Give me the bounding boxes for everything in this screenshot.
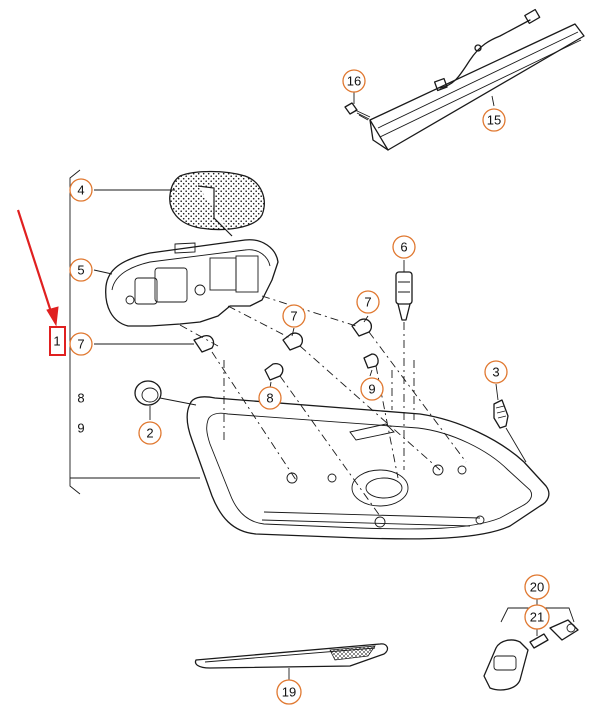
callout-7-right: 7 (356, 290, 380, 314)
bulb-9 (363, 353, 379, 377)
callout-15: 15 (482, 108, 506, 132)
svg-text:9: 9 (77, 421, 84, 436)
red-arrow (16, 209, 59, 327)
svg-text:5: 5 (77, 263, 84, 278)
svg-text:19: 19 (282, 685, 296, 700)
svg-text:8: 8 (77, 391, 84, 406)
bulb-7-right (351, 315, 373, 337)
callout-2: 2 (138, 421, 162, 445)
svg-text:2: 2 (146, 426, 153, 441)
part-3 (493, 383, 527, 463)
callout-3: 3 (484, 360, 508, 384)
gasket (169, 170, 265, 237)
callout-4: 4 (69, 178, 93, 202)
svg-text:3: 3 (492, 365, 499, 380)
svg-text:16: 16 (347, 74, 361, 89)
callout-20: 20 (524, 574, 550, 600)
callout-8: 8 (258, 386, 282, 410)
svg-text:6: 6 (400, 240, 407, 255)
callout-16: 16 (342, 69, 366, 93)
svg-text:4: 4 (77, 183, 84, 198)
svg-text:1: 1 (53, 334, 60, 349)
svg-text:21: 21 (530, 610, 544, 625)
svg-text:9: 9 (368, 382, 375, 397)
label-9-plain: 9 (77, 421, 84, 436)
callout-19: 19 (276, 679, 302, 705)
svg-text:7: 7 (77, 337, 84, 352)
svg-text:15: 15 (487, 113, 501, 128)
bulb-holder-carrier (105, 239, 279, 327)
callout-7-center: 7 (282, 304, 306, 328)
group-bracket (69, 169, 200, 495)
label-8-plain: 8 (77, 391, 84, 406)
bulb-8 (264, 363, 284, 389)
svg-text:20: 20 (530, 580, 544, 595)
callout-7-left: 7 (69, 332, 93, 356)
callout-6: 6 (392, 235, 416, 259)
highlight-item-1: 1 (49, 326, 66, 356)
callout-9: 9 (360, 377, 384, 401)
third-brake-light (369, 8, 585, 151)
tail-light-housing (186, 396, 550, 540)
connector-6 (395, 260, 413, 321)
screw-16 (344, 102, 371, 121)
bulb-7-center (282, 327, 304, 351)
svg-text:7: 7 (290, 309, 297, 324)
svg-text:8: 8 (266, 391, 273, 406)
svg-text:7: 7 (364, 295, 371, 310)
bulb-7-left (94, 335, 215, 353)
callout-21: 21 (524, 604, 550, 630)
callout-5: 5 (69, 258, 93, 282)
side-marker-light (194, 643, 389, 680)
